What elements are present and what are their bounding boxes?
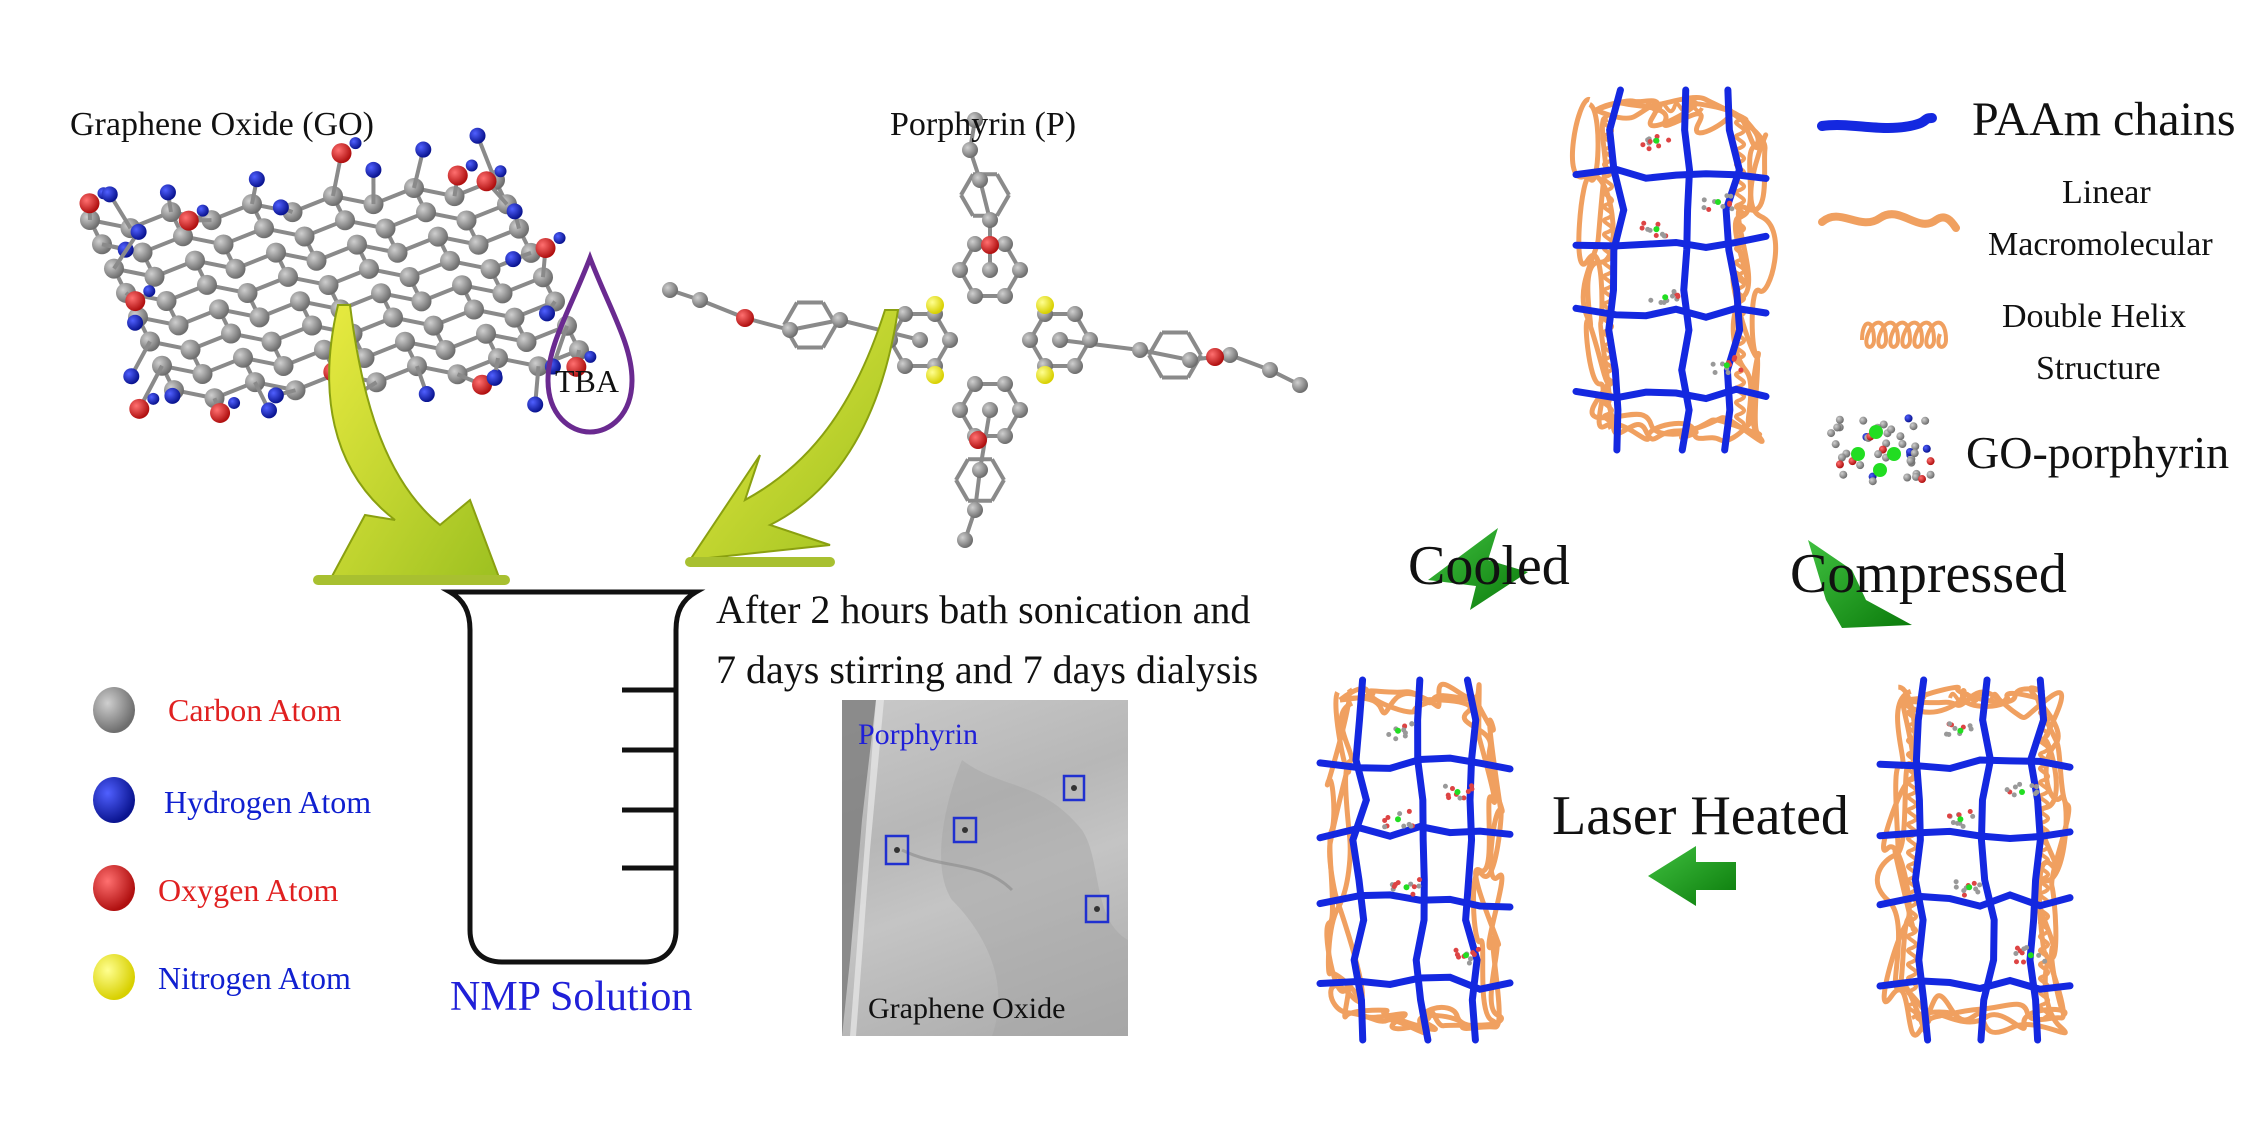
graphene-oxide-title: Graphene Oxide (GO): [70, 106, 374, 143]
oxygen-atom-label: Oxygen Atom: [158, 872, 339, 908]
compressed-arrow-icon: [1808, 540, 1912, 628]
tem-highlight-box: [952, 816, 978, 844]
tba-droplet-icon: [545, 251, 635, 435]
tem-porphyrin-label: Porphyrin: [858, 718, 978, 751]
double-helix-label-line1: Double Helix: [2002, 298, 2187, 335]
tem-highlight-box: [884, 834, 910, 866]
atom-legend-dots: [93, 687, 135, 1000]
linear-macromolecular-label-line2: Macromolecular: [1988, 226, 2213, 263]
paam-chain-icon: [1817, 113, 1937, 133]
cooled-label: Cooled: [1408, 535, 1570, 597]
beaker-icon: [440, 589, 706, 965]
porphyrin-to-beaker-arrow-icon: [687, 309, 900, 562]
hydrogel-network-laser-heated: [1316, 676, 1514, 1044]
hydrogen-dot-icon: [93, 777, 135, 823]
process-description-line1: After 2 hours bath sonication and: [716, 587, 1251, 632]
cooled-arrow-icon: [1428, 528, 1528, 610]
double-helix-label-line2: Structure: [2036, 350, 2161, 387]
linear-macromolecule-icon: [1818, 210, 1960, 232]
go-porphyrin-label: GO-porphyrin: [1966, 427, 2230, 478]
compressed-label: Compressed: [1790, 543, 2067, 605]
oxygen-dot-icon: [93, 865, 135, 911]
porphyrin-title: Porphyrin (P): [890, 106, 1077, 143]
laser-heated-label: Laser Heated: [1552, 785, 1849, 847]
hydrogel-network-compressed: [1874, 676, 2074, 1044]
nitrogen-atom-label: Nitrogen Atom: [158, 960, 351, 996]
tem-graphene-oxide-label: Graphene Oxide: [868, 992, 1066, 1025]
go-porphyrin-icon: [1827, 414, 1935, 486]
paam-chains-label: PAAm chains: [1972, 93, 2236, 146]
process-description-line2: 7 days stirring and 7 days dialysis: [716, 647, 1259, 692]
tem-micrograph: Porphyrin Graphene Oxide: [842, 700, 1128, 1036]
nmp-solution-label: NMP Solution: [450, 974, 693, 1020]
carbon-atom-label: Carbon Atom: [168, 692, 342, 728]
tem-highlight-box: [1062, 774, 1086, 802]
nitrogen-dot-icon: [93, 954, 135, 1000]
laser-heated-arrow-icon: [1648, 846, 1736, 906]
linear-macromolecular-label-line1: Linear: [2062, 174, 2151, 211]
carbon-dot-icon: [93, 687, 135, 733]
tem-highlight-box: [1084, 894, 1110, 924]
hydrogel-network-initial: [1570, 86, 1779, 454]
go-to-beaker-arrow-icon: [328, 304, 502, 581]
graphene-oxide-molecule: [79, 127, 597, 423]
porphyrin-molecule: [662, 112, 1308, 548]
double-helix-icon: [1860, 320, 1949, 349]
hydrogen-atom-label: Hydrogen Atom: [164, 784, 372, 820]
tba-label: TBA: [555, 363, 619, 399]
